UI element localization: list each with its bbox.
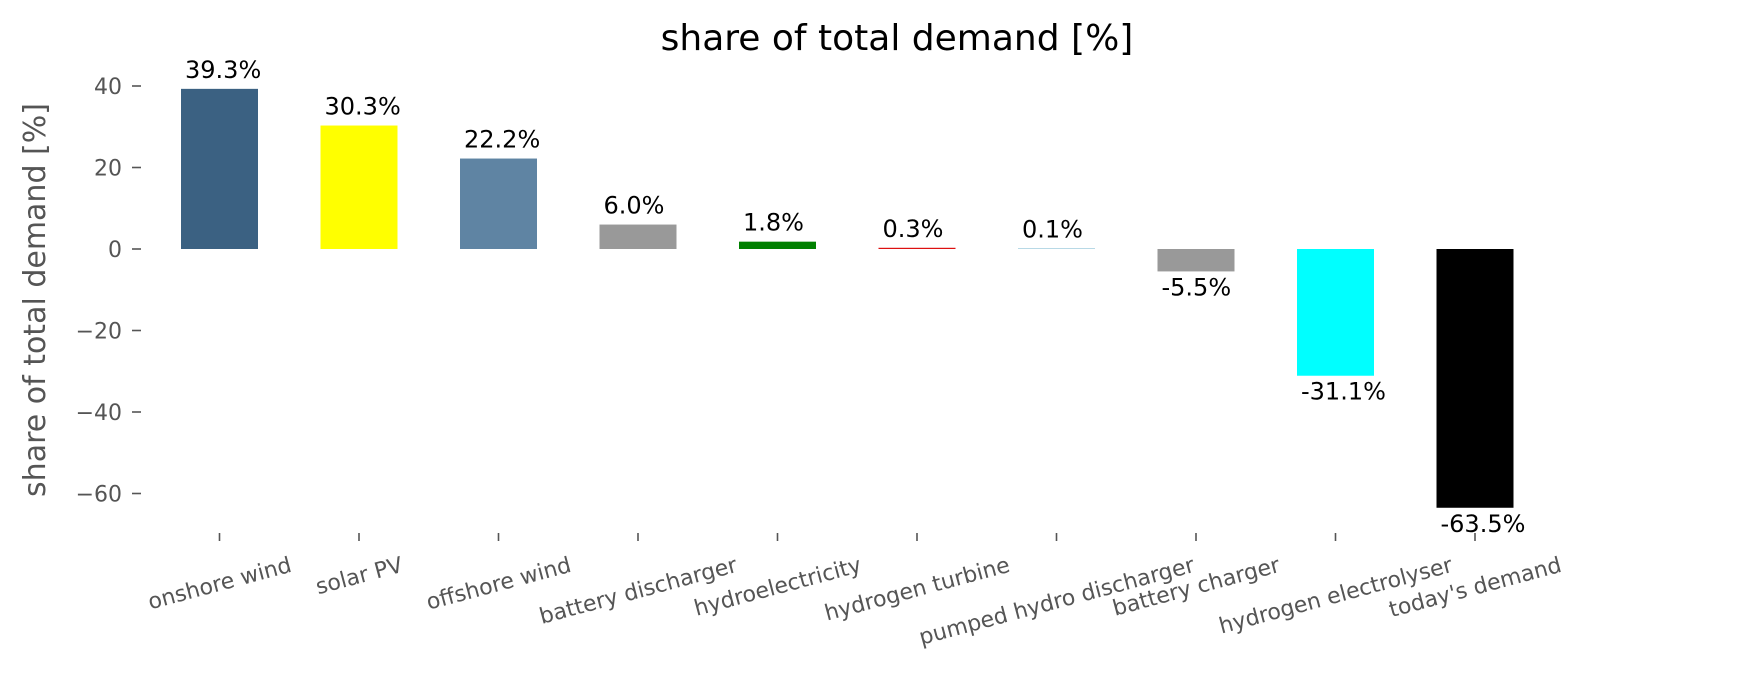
- data-label: 0.3%: [883, 215, 944, 243]
- data-label: 30.3%: [325, 93, 401, 121]
- data-label: 22.2%: [464, 126, 540, 154]
- bar-solar-pv: [320, 125, 398, 249]
- data-label: -31.1%: [1301, 378, 1386, 406]
- bar-hydroelectricity: [739, 241, 816, 249]
- data-label: 39.3%: [185, 56, 261, 84]
- bar-battery-discharger: [599, 224, 677, 249]
- bar-today-s-demand: [1436, 249, 1514, 508]
- data-label: 6.0%: [604, 192, 665, 220]
- y-axis-label: share of total demand [%]: [18, 103, 53, 497]
- bars: [181, 88, 1514, 508]
- y-tick-label: 0: [108, 238, 122, 263]
- data-labels: 39.3% 30.3% 22.2% 6.0% 1.8% 0.3% 0.1% -5.5% -31.…: [185, 56, 1525, 538]
- chart-title: share of total demand [%]: [661, 18, 1134, 59]
- bar-hydrogen-turbine: [878, 247, 956, 249]
- x-tick-label: solar PV: [313, 553, 405, 600]
- y-tick-label: 40: [94, 75, 122, 100]
- y-axis: 40 20 0 −20 −40 −60: [76, 75, 141, 508]
- data-label: -63.5%: [1441, 510, 1526, 538]
- y-tick-label: 20: [94, 157, 122, 182]
- y-tick-label: −40: [76, 401, 122, 426]
- bar-offshore-wind: [460, 158, 537, 249]
- y-tick-label: −20: [76, 320, 122, 345]
- bar-onshore-wind: [181, 88, 258, 249]
- data-label: -5.5%: [1162, 273, 1232, 301]
- bar-hydrogen-electrolyser: [1297, 249, 1374, 376]
- bar-battery-charger: [1157, 249, 1235, 272]
- y-tick-label: −60: [76, 483, 122, 508]
- data-label: 0.1%: [1022, 216, 1083, 244]
- x-tick-label: onshore wind: [145, 553, 294, 615]
- data-label: 1.8%: [743, 209, 804, 237]
